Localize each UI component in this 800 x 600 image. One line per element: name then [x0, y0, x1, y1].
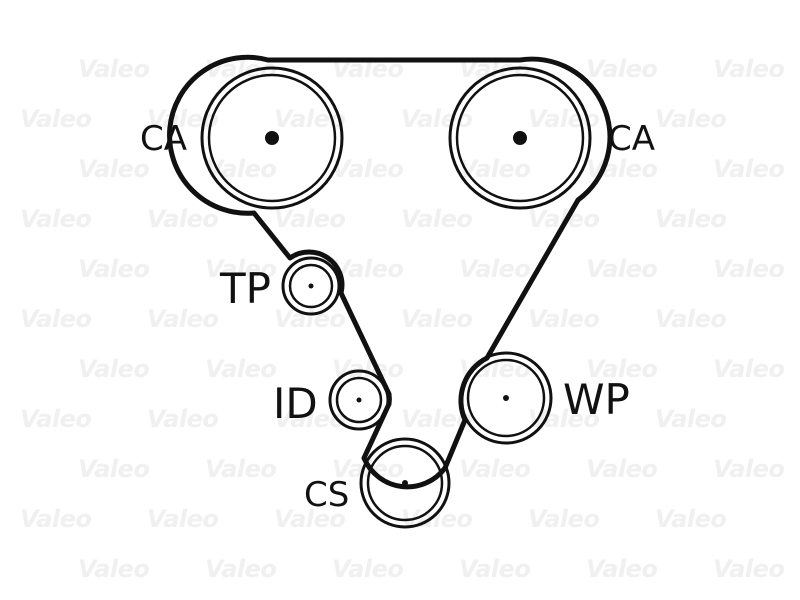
watermark-logo: Valeo: [332, 555, 404, 583]
watermark-logo: Valeo: [78, 155, 150, 183]
watermark-logo: Valeo: [274, 405, 346, 433]
watermark-logo: Valeo: [274, 505, 346, 533]
watermark-logo: Valeo: [332, 255, 404, 283]
label-camshaft-left: CA: [140, 119, 187, 159]
label-tensioner: TP: [219, 264, 271, 313]
belt-wrap-left-cam: [167, 54, 269, 216]
watermark-logo: Valeo: [205, 455, 277, 483]
pulley-inner-rim: [366, 444, 444, 522]
watermark-logo: Valeo: [459, 455, 531, 483]
watermark-logo: Valeo: [78, 355, 150, 383]
watermark-logo: Valeo: [713, 355, 785, 383]
pulley-inner-rim: [455, 73, 585, 203]
pulley-inner-rim: [466, 358, 546, 438]
watermark-logo: Valeo: [655, 405, 727, 433]
watermark-logo: Valeo: [459, 255, 531, 283]
pulley-camshaft-right: [448, 56, 613, 210]
belt-segment-crank-to-waterpump: [442, 417, 468, 471]
pulley-inner-rim: [335, 376, 383, 424]
watermark-logo: Valeo: [586, 355, 658, 383]
pulley-outer-rim: [281, 256, 341, 316]
pulley-outer-rim: [459, 351, 553, 445]
watermark-logo: Valeo: [713, 255, 785, 283]
pulley-hub: [402, 480, 408, 486]
watermark-logo: Valeo: [655, 505, 727, 533]
watermark-logo: Valeo: [586, 455, 658, 483]
pulley-hub: [503, 395, 509, 401]
label-idler: ID: [273, 379, 318, 428]
watermark-logo: Valeo: [713, 455, 785, 483]
watermark-logo: Valeo: [713, 555, 785, 583]
watermark-logo: Valeo: [332, 155, 404, 183]
label-water-pump: WP: [563, 375, 630, 424]
label-camshaft-right: CA: [608, 119, 655, 159]
watermark-logo: Valeo: [586, 55, 658, 83]
belt-wrap-right-cam: [519, 56, 613, 203]
watermark-logo: Valeo: [205, 255, 277, 283]
watermark-logo: Valeo: [401, 305, 473, 333]
watermark-logo: Valeo: [332, 355, 404, 383]
pulley-camshaft-left: [167, 54, 344, 216]
belt-segment-tensioner-to-idler: [338, 290, 392, 397]
pulley-inner-rim: [288, 263, 334, 309]
watermark-logo: Valeo: [147, 205, 219, 233]
pulley-inner-rim: [207, 73, 337, 203]
watermark-logo: Valeo: [205, 555, 277, 583]
pulley-idler: [328, 369, 392, 431]
watermark-logo: Valeo: [655, 105, 727, 133]
pulley-outer-rim: [328, 369, 390, 431]
pulley-hub: [265, 131, 279, 145]
watermark-logo: Valeo: [147, 505, 219, 533]
watermark-logo: Valeo: [274, 205, 346, 233]
watermark-logo: Valeo: [205, 355, 277, 383]
watermark-logo: Valeo: [20, 205, 92, 233]
watermark-logo: Valeo: [459, 555, 531, 583]
belt-segment-waterpump-to-cam: [484, 197, 581, 361]
watermark-logo: Valeo: [20, 305, 92, 333]
watermark-logo: Valeo: [713, 55, 785, 83]
watermark-logo: Valeo: [78, 55, 150, 83]
belt-segment-cam-to-tensioner: [251, 210, 293, 261]
watermark-logo: Valeo: [528, 305, 600, 333]
watermark-logo: Valeo: [586, 255, 658, 283]
watermark-logo: Valeo: [20, 505, 92, 533]
pulley-crankshaft: [359, 437, 451, 529]
watermark-logo: Valeo: [20, 105, 92, 133]
timing-belt: [251, 57, 581, 471]
watermark-logo: Valeo: [78, 255, 150, 283]
watermark-logo: Valeo: [78, 455, 150, 483]
watermark-logo: Valeo: [655, 205, 727, 233]
watermark-logo: Valeo: [401, 205, 473, 233]
watermark-logo: Valeo: [147, 305, 219, 333]
pulley-hub: [356, 397, 362, 403]
watermark-logo: Valeo: [274, 305, 346, 333]
watermark-logo: Valeo: [713, 155, 785, 183]
watermark-logo: Valeo: [528, 505, 600, 533]
pulley-tensioner: [281, 249, 345, 316]
watermark-logo: Valeo: [20, 405, 92, 433]
watermark-logo: Valeo: [78, 555, 150, 583]
pulley-water-pump: [458, 351, 553, 445]
pulley-hub: [308, 283, 314, 289]
watermark-logo: Valeo: [655, 305, 727, 333]
pulley-outer-rim: [200, 66, 344, 210]
pulley-outer-rim: [448, 66, 592, 210]
belt-wrap-tensioner: [288, 249, 345, 294]
watermark-logo: Valeo: [586, 555, 658, 583]
pulley-outer-rim: [359, 437, 451, 529]
label-crankshaft: CS: [304, 475, 349, 515]
watermark-logo: Valeo: [147, 405, 219, 433]
pulley-hub: [513, 131, 527, 145]
